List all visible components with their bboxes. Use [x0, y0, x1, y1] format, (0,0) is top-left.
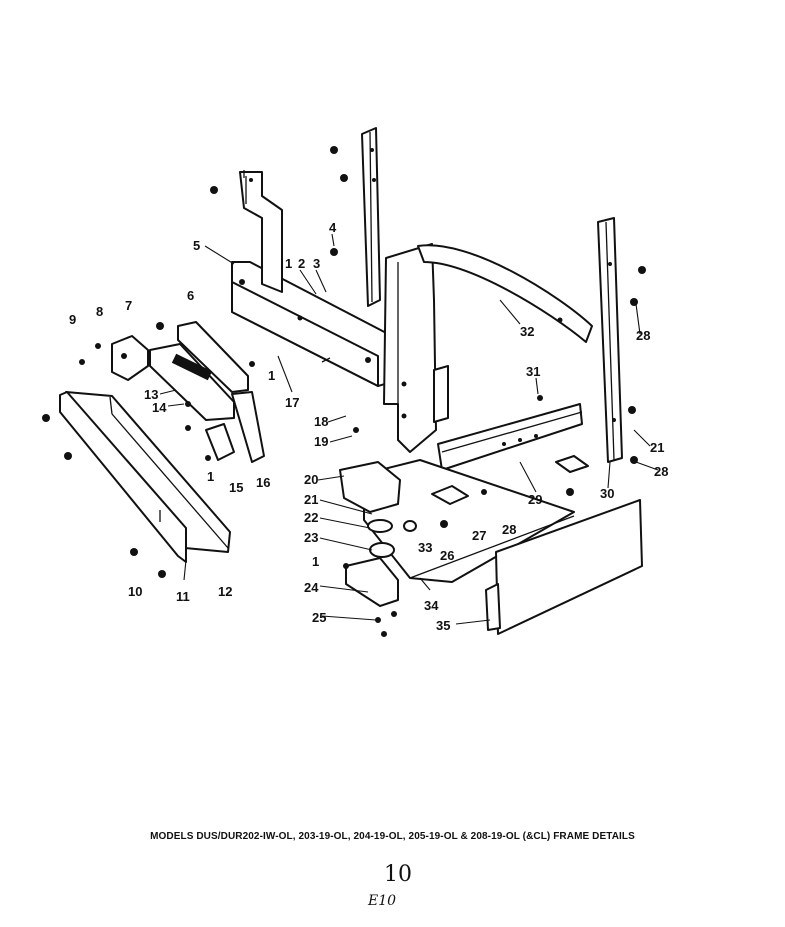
callout-25: 25: [312, 610, 326, 625]
callout-19: 19: [314, 434, 328, 449]
callout-31: 31: [526, 364, 540, 379]
part-cross-brace: [417, 244, 593, 343]
callout-1-top: 1: [285, 256, 292, 271]
callout-32: 32: [520, 324, 534, 339]
callout-1-mid: 1: [268, 368, 275, 383]
callout-18: 18: [314, 414, 328, 429]
callout-4: 4: [329, 220, 337, 235]
callout-22: 22: [304, 510, 318, 525]
part-leveling-feet: [431, 455, 589, 528]
callout-17: 17: [285, 395, 299, 410]
callout-13: 13: [144, 387, 158, 402]
callout-8: 8: [96, 304, 103, 319]
callout-27: 27: [472, 528, 486, 543]
callout-28-top: 28: [636, 328, 650, 343]
part-control-assembly: [111, 321, 249, 421]
callout-28-mid: 28: [502, 522, 516, 537]
callout-23: 23: [304, 530, 318, 545]
callout-labels: 1 2 3 4 5 6 7 8 9 13 14 1 15 16 17 1 18 …: [69, 220, 668, 633]
callout-9: 9: [69, 312, 76, 327]
callout-7: 7: [125, 298, 132, 313]
callout-21: 21: [304, 492, 318, 507]
callout-21-right: 21: [650, 440, 664, 455]
callout-2: 2: [298, 256, 305, 271]
part-valve-assembly: [339, 461, 417, 607]
page-number: 10: [384, 862, 412, 887]
callout-26: 26: [440, 548, 454, 563]
part-base-plate: [363, 459, 575, 583]
callout-34: 34: [424, 598, 439, 613]
callout-33: 33: [418, 540, 432, 555]
callout-12: 12: [218, 584, 232, 599]
callout-3: 3: [313, 256, 320, 271]
part-small-brackets: [205, 391, 265, 463]
callout-1-bottom: 1: [312, 554, 319, 569]
callout-14: 14: [152, 400, 167, 415]
callout-20: 20: [304, 472, 318, 487]
part-lower-tray-rail: [437, 403, 583, 471]
callout-16: 16: [256, 475, 270, 490]
callout-29: 29: [528, 492, 542, 507]
part-left-upright: [239, 171, 283, 293]
callout-6: 6: [187, 288, 194, 303]
callout-24: 24: [304, 580, 319, 595]
callout-5: 5: [193, 238, 200, 253]
leader-lines: [159, 233, 659, 625]
callout-10: 10: [128, 584, 142, 599]
page-code: E10: [368, 893, 397, 909]
callout-28-right: 28: [654, 464, 668, 479]
callout-15: 15: [229, 480, 243, 495]
callout-30: 30: [600, 486, 614, 501]
part-side-frame: [383, 243, 449, 453]
part-rear-upright: [361, 127, 381, 307]
hardware-screws: [42, 146, 646, 637]
callout-1-left: 1: [207, 469, 214, 484]
callout-35: 35: [436, 618, 450, 633]
diagram-caption: MODELS DUS/DUR202-IW-OL, 203-19-OL, 204-…: [150, 831, 635, 842]
callout-11: 11: [176, 589, 190, 604]
part-right-rail: [597, 217, 623, 463]
part-kick-panel: [485, 499, 643, 635]
